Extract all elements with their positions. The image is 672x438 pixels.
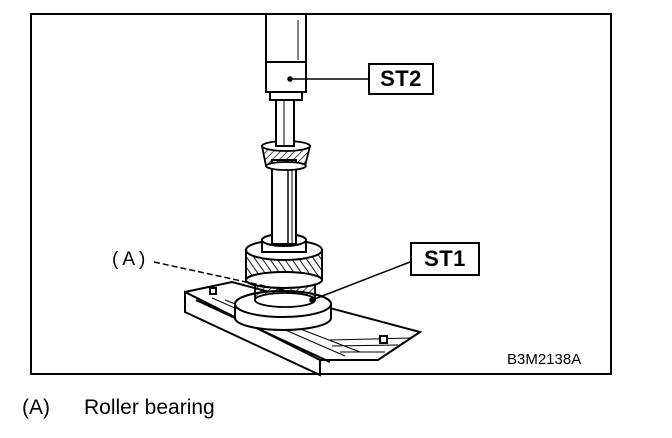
- upper-shaft: [275, 97, 295, 147]
- legend-text: Roller bearing: [84, 396, 215, 419]
- legend-key: (A): [22, 396, 50, 419]
- label-a: (A): [112, 249, 150, 270]
- leader-lines: [153, 76, 411, 303]
- st1-callout: ST1: [410, 242, 480, 276]
- legend: (A) Roller bearing: [22, 396, 215, 420]
- figure-code: B3M2138A: [507, 351, 582, 368]
- st2-tool: [265, 14, 307, 101]
- shaft: [271, 159, 297, 245]
- st2-callout: ST2: [368, 63, 434, 95]
